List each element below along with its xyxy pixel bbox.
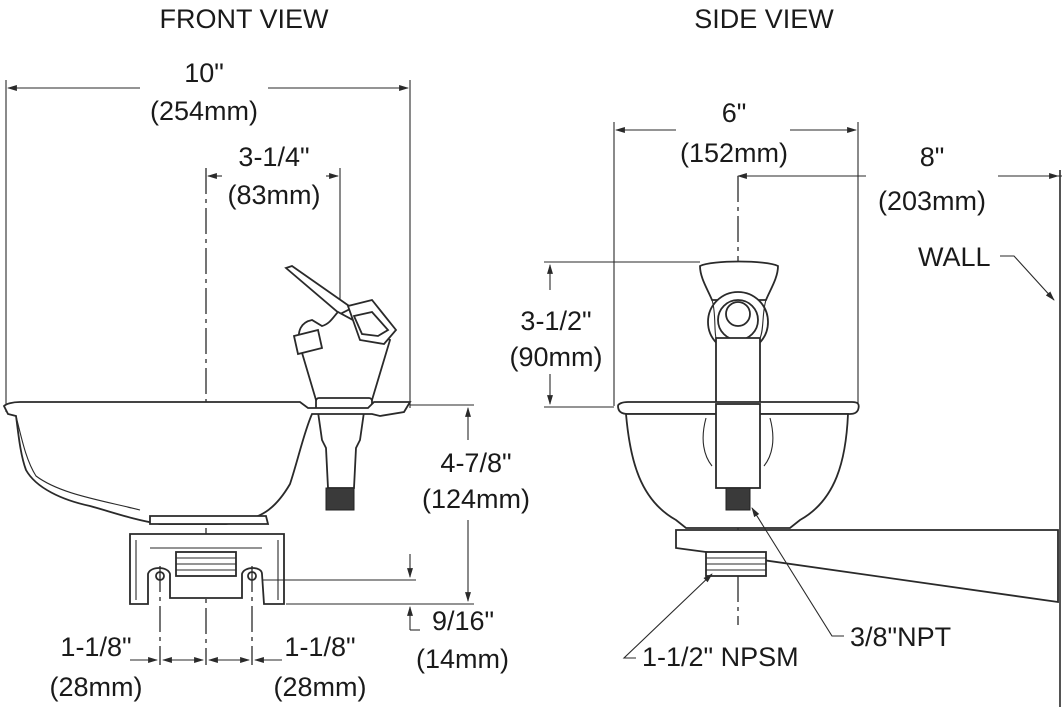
- front-bowl: [2, 401, 412, 525]
- side-height-dimension: 3-1/2" (90mm): [510, 261, 700, 408]
- side-width-mm-label: (152mm): [680, 138, 788, 168]
- front-drop-mm-label: (14mm): [416, 644, 509, 674]
- front-mounting-bracket: [129, 533, 285, 665]
- side-view-title: SIDE VIEW: [694, 4, 834, 34]
- front-left-mm-label: (28mm): [50, 672, 143, 702]
- side-offset-mm-label: (203mm): [878, 186, 986, 216]
- npsm-callout: 1-1/2" NPSM: [622, 573, 799, 672]
- side-bracket: [675, 529, 1059, 604]
- side-width-in-label: 6": [722, 98, 747, 128]
- front-right-in-label: 1-1/8": [284, 632, 355, 662]
- front-right-mm-label: (28mm): [274, 672, 367, 702]
- front-center-mm-label: (83mm): [228, 180, 321, 210]
- front-drop-dimension: 9/16" (14mm): [262, 554, 509, 674]
- front-drop-in-label: 9/16": [432, 606, 494, 636]
- side-bubbler: [699, 260, 779, 405]
- front-width-in-label: 10": [184, 58, 224, 88]
- side-bowl: [617, 401, 860, 529]
- front-view: FRONT VIEW 10" (254mm) 3-1/4" (83mm): [2, 4, 530, 702]
- front-center-in-label: 3-1/4": [238, 142, 309, 172]
- front-width-dimension: 10" (254mm): [5, 58, 411, 412]
- front-height-in-label: 4-7/8": [440, 448, 511, 478]
- front-left-in-label: 1-1/8": [60, 632, 131, 662]
- npsm-label: 1-1/2" NPSM: [642, 642, 799, 672]
- side-view: SIDE VIEW 6" (152mm) 8" (203mm) WALL: [510, 4, 1062, 707]
- front-height-mm-label: (124mm): [422, 484, 530, 514]
- front-width-mm-label: (254mm): [150, 96, 258, 126]
- front-view-title: FRONT VIEW: [159, 4, 329, 34]
- side-offset-in-label: 8": [920, 142, 945, 172]
- bubbler-head: [284, 265, 398, 511]
- side-offset-dimension: 8" (203mm): [737, 142, 1062, 216]
- side-height-in-label: 3-1/2": [520, 306, 591, 336]
- npt-label: 3/8"NPT: [850, 622, 951, 652]
- front-height-dimension: 4-7/8" (124mm): [286, 404, 530, 605]
- npt-callout: 3/8"NPT: [751, 507, 951, 652]
- side-height-mm-label: (90mm): [510, 342, 603, 372]
- wall: WALL: [918, 170, 1061, 707]
- side-width-dimension: 6" (152mm): [613, 98, 859, 406]
- front-center-dimension: 3-1/4" (83mm): [207, 142, 341, 300]
- front-spacing-dimensions: 1-1/8" (28mm) 1-1/8" (28mm): [50, 632, 367, 702]
- wall-label: WALL: [918, 242, 991, 272]
